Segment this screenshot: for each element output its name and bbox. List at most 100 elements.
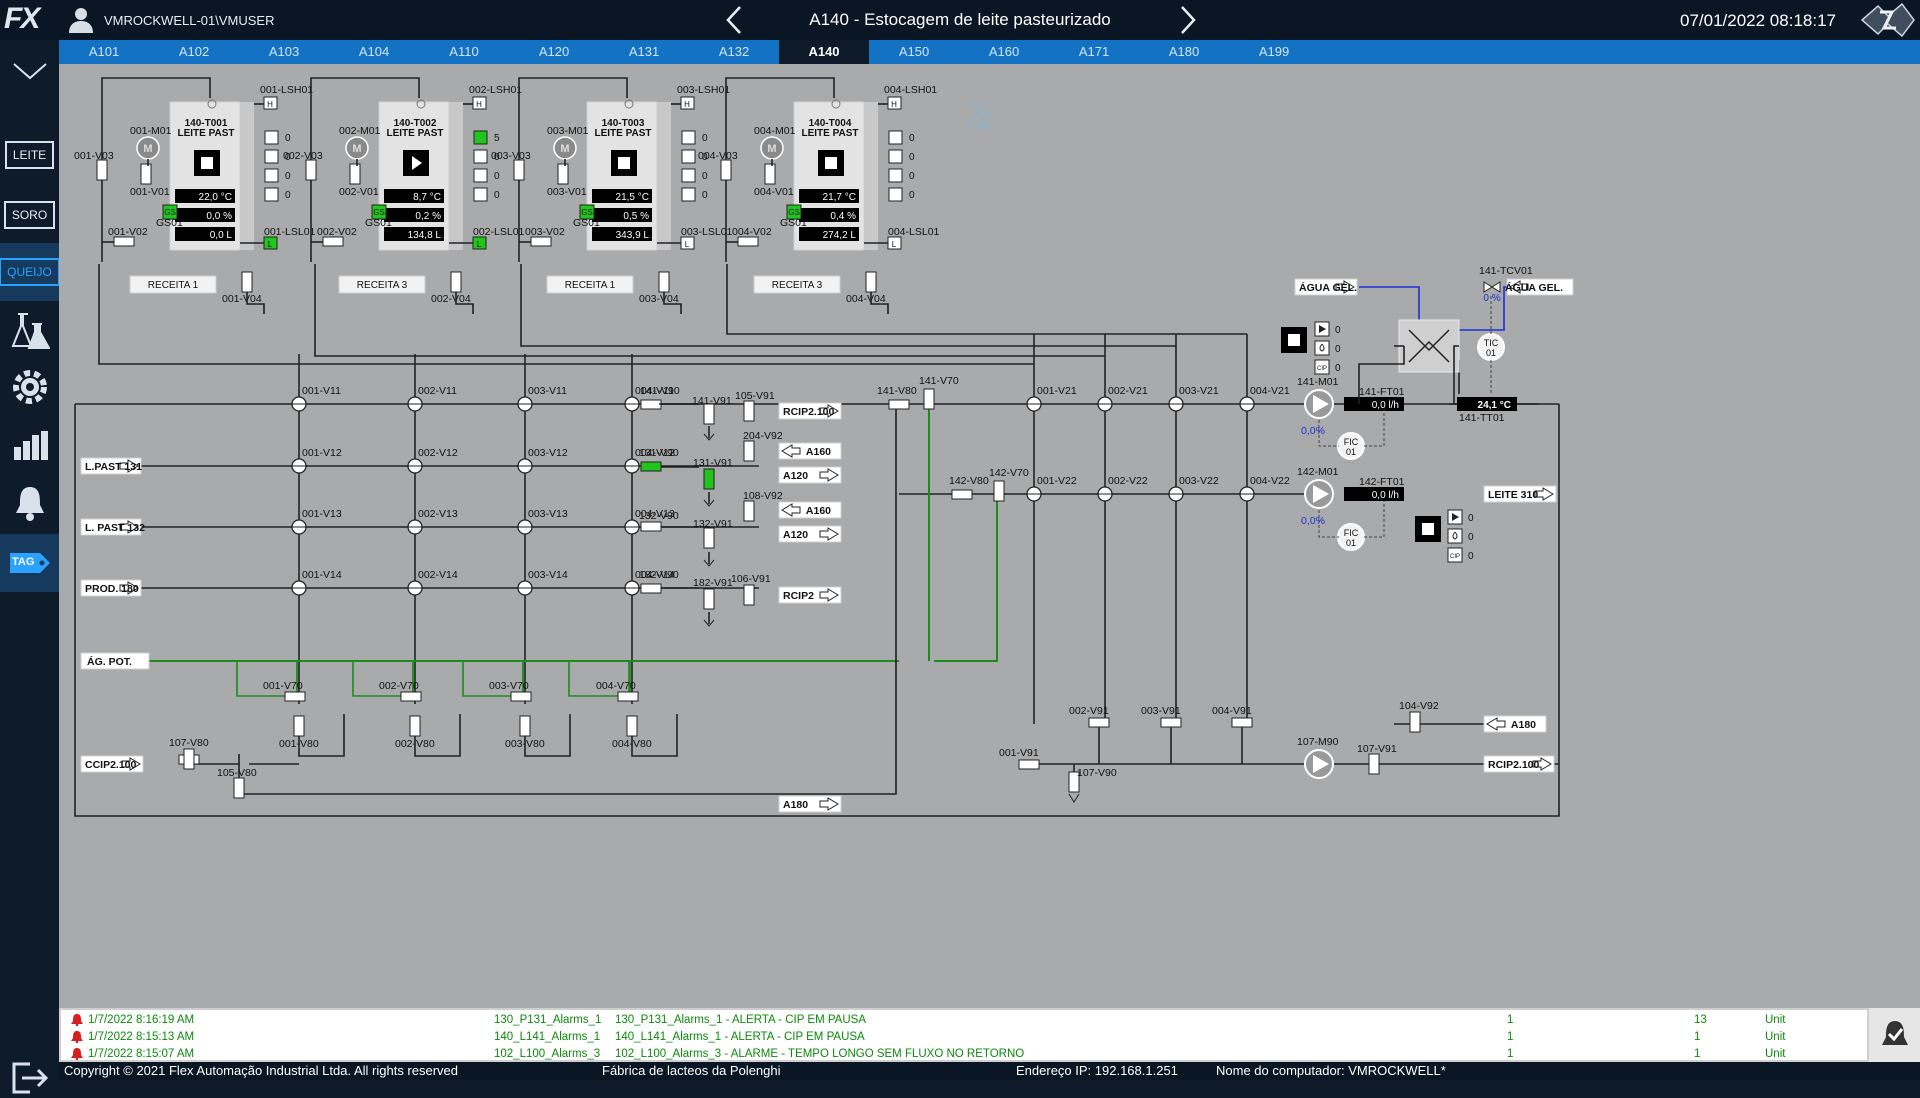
- valve[interactable]: [993, 480, 1005, 502]
- valve[interactable]: [400, 691, 422, 702]
- line-endpoint[interactable]: [1506, 278, 1574, 296]
- valve[interactable]: [743, 500, 755, 522]
- valve[interactable]: [293, 715, 305, 737]
- valve[interactable]: [743, 440, 755, 462]
- sidebar-item-reports[interactable]: [0, 416, 59, 474]
- valve[interactable]: [764, 163, 776, 185]
- line-endpoint[interactable]: [1294, 278, 1358, 296]
- tab-a103[interactable]: A103: [268, 44, 300, 59]
- line-endpoint[interactable]: [80, 457, 142, 475]
- recipe-button[interactable]: [129, 275, 217, 294]
- acknowledge-alarms-button[interactable]: [1869, 1008, 1920, 1062]
- valve[interactable]: [640, 399, 662, 410]
- valve[interactable]: [640, 521, 662, 532]
- valve[interactable]: [1068, 771, 1080, 793]
- heat-exchanger[interactable]: [1398, 319, 1460, 373]
- tab-a150[interactable]: A150: [898, 44, 930, 59]
- previous-screen-button[interactable]: [722, 4, 746, 36]
- valve[interactable]: [923, 388, 935, 410]
- line-endpoint[interactable]: [778, 402, 842, 420]
- valve[interactable]: [1368, 753, 1380, 775]
- valve[interactable]: [743, 400, 755, 422]
- valve[interactable]: [450, 271, 462, 293]
- recipe-button[interactable]: [546, 275, 634, 294]
- sidebar-item-tag[interactable]: TAG: [0, 534, 59, 592]
- valve[interactable]: [510, 691, 532, 702]
- tab-a120[interactable]: A120: [538, 44, 570, 59]
- valve[interactable]: [737, 236, 759, 247]
- collapse-menu-button[interactable]: [0, 42, 59, 100]
- valve[interactable]: [720, 159, 732, 181]
- recipe-button[interactable]: [753, 275, 841, 294]
- line-endpoint[interactable]: [80, 652, 150, 670]
- line-endpoint[interactable]: [778, 466, 842, 484]
- line-endpoint[interactable]: [778, 442, 842, 460]
- tab-a132[interactable]: A132: [718, 44, 750, 59]
- valve[interactable]: [951, 489, 973, 500]
- valve[interactable]: [349, 163, 361, 185]
- sidebar-item-alarms[interactable]: [0, 474, 59, 532]
- sidebar-item-queijo[interactable]: QUEIJO: [0, 243, 60, 301]
- recipe-button[interactable]: [338, 275, 426, 294]
- valve[interactable]: [1231, 717, 1253, 728]
- valve[interactable]: [703, 468, 715, 490]
- valve[interactable]: [113, 236, 135, 247]
- valve[interactable]: [1409, 711, 1421, 733]
- sidebar-item-soro[interactable]: SORO: [0, 186, 59, 244]
- logout-button[interactable]: [8, 1058, 50, 1098]
- valve[interactable]: [617, 691, 639, 702]
- valve[interactable]: [865, 271, 877, 293]
- valve[interactable]: [1018, 759, 1040, 770]
- valve[interactable]: [658, 271, 670, 293]
- valve[interactable]: [241, 271, 253, 293]
- valve[interactable]: [1088, 717, 1110, 728]
- valve[interactable]: [530, 236, 552, 247]
- tab-a110[interactable]: A110: [449, 44, 479, 59]
- valve[interactable]: [519, 715, 531, 737]
- sidebar-item-settings[interactable]: [0, 358, 59, 416]
- line-endpoint[interactable]: [778, 586, 842, 604]
- line-endpoint[interactable]: [778, 501, 842, 519]
- line-endpoint[interactable]: [80, 755, 144, 773]
- valve[interactable]: [743, 584, 755, 606]
- valve[interactable]: [703, 403, 715, 425]
- valve[interactable]: [703, 527, 715, 549]
- valve[interactable]: [513, 159, 525, 181]
- valve[interactable]: [703, 588, 715, 610]
- valve[interactable]: [409, 715, 421, 737]
- line-endpoint[interactable]: [80, 579, 142, 597]
- tab-a102[interactable]: A102: [178, 44, 210, 59]
- valve[interactable]: [305, 159, 317, 181]
- valve[interactable]: [96, 159, 108, 181]
- sidebar-item-leite[interactable]: LEITE: [0, 126, 59, 184]
- valve[interactable]: [183, 748, 195, 770]
- valve[interactable]: [640, 583, 662, 594]
- tab-a199[interactable]: A199: [1258, 44, 1290, 59]
- tab-a180[interactable]: A180: [1168, 44, 1200, 59]
- line-endpoint[interactable]: [1483, 715, 1547, 733]
- line-endpoint[interactable]: [778, 525, 842, 543]
- tab-a140[interactable]: A140: [779, 40, 869, 64]
- valve[interactable]: [557, 163, 569, 185]
- valve[interactable]: [640, 461, 662, 472]
- tab-a131[interactable]: A131: [628, 44, 660, 59]
- tab-a171[interactable]: A171: [1078, 44, 1110, 59]
- line-endpoint[interactable]: [1483, 755, 1555, 773]
- tab-a160[interactable]: A160: [988, 44, 1020, 59]
- line-endpoint[interactable]: [1483, 485, 1557, 503]
- control-valve-icon[interactable]: [1483, 281, 1501, 293]
- line-endpoint[interactable]: [778, 795, 842, 813]
- line-endpoint[interactable]: [80, 518, 142, 536]
- valve[interactable]: [1160, 717, 1182, 728]
- valve[interactable]: [888, 399, 910, 410]
- valve[interactable]: [284, 691, 306, 702]
- valve[interactable]: [233, 777, 245, 799]
- sidebar-item-lab[interactable]: [0, 302, 59, 360]
- valve[interactable]: [626, 715, 638, 737]
- valve[interactable]: [140, 163, 152, 185]
- tab-a104[interactable]: A104: [358, 44, 390, 59]
- tab-a101[interactable]: A101: [88, 44, 120, 59]
